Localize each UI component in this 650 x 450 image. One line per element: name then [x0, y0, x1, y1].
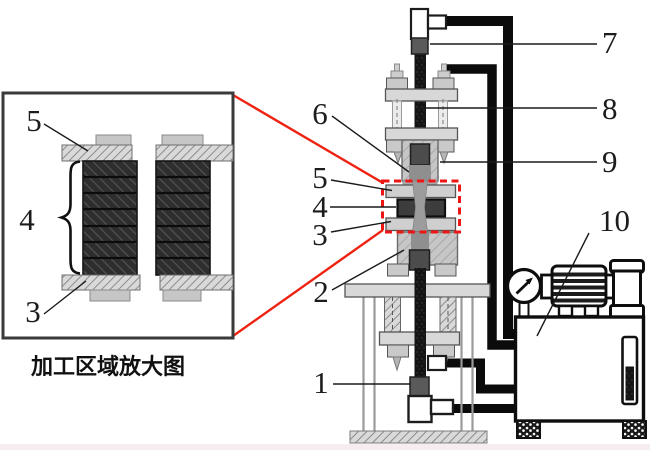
leader-lines: [330, 43, 597, 385]
inset-label-5: 5: [26, 103, 42, 138]
top-tab-left: [95, 134, 132, 147]
bottom-plate-left: [61, 274, 141, 291]
hydraulic-power-unit: [505, 259, 647, 439]
bottom-tab-left: [89, 289, 131, 302]
label-5: 5: [312, 160, 328, 195]
filter-body: [612, 269, 642, 309]
coupling-block-7: [410, 37, 429, 55]
top-elbow-fitting: [409, 7, 430, 41]
label-1: 1: [313, 365, 329, 400]
hex-nut: [387, 344, 409, 358]
washer: [437, 70, 451, 79]
inset-leader-3: [43, 280, 87, 315]
hex-nut: [434, 263, 457, 277]
inset-connector-lines: [232, 93, 384, 337]
motor-foot: [583, 304, 600, 318]
page-edge-band: [0, 444, 650, 450]
brace-part4: [57, 160, 81, 275]
washer: [390, 70, 404, 79]
gauge-needle: [515, 280, 530, 295]
bottom-elbow-tab: [429, 398, 455, 416]
leader-6: [331, 115, 410, 173]
label-9: 9: [602, 144, 618, 179]
leader-10: [536, 232, 590, 337]
leader-2: [331, 249, 405, 291]
oil-level: [625, 366, 634, 401]
flange-bar: [384, 127, 459, 141]
machine-stand: [349, 297, 488, 444]
tank-foot-left: [516, 420, 541, 439]
pipe-upper: [443, 64, 518, 350]
hex-nut: [387, 263, 409, 277]
bottom-elbow-fitting: [407, 394, 433, 424]
side-fitting-tab: [426, 354, 448, 372]
pipe-top: [443, 16, 518, 339]
label-3: 3: [312, 217, 328, 252]
connector-line-bottom: [232, 229, 384, 337]
top-plate-right: [155, 144, 234, 162]
transducer-core: [409, 143, 431, 166]
number-labels: 6 5 4 3 2 1 7 8 9 10: [312, 25, 630, 400]
leader-5: [330, 179, 393, 192]
tank-foot-right: [622, 420, 647, 439]
inset-enlarged-view: 5 4 3 加工区域放大图: [1, 91, 235, 380]
hex-nut: [432, 77, 455, 90]
connector-line-top: [232, 93, 384, 185]
top-plate-left: [61, 144, 133, 162]
motor-foot: [557, 304, 574, 318]
label-7: 7: [602, 25, 618, 60]
pipe-mid: [445, 358, 518, 394]
leader-3: [330, 220, 392, 233]
top-elbow-tab: [426, 14, 448, 30]
gauge-needle-head: [525, 277, 533, 285]
label-10: 10: [599, 203, 630, 238]
label-4: 4: [312, 189, 328, 224]
stud-tip-down: [439, 151, 449, 165]
stud-tip-down: [392, 356, 402, 372]
hydraulic-pipes: [443, 16, 518, 413]
stud-tip-down: [393, 151, 403, 165]
bottom-plate-right: [159, 274, 234, 291]
base-plate: [349, 430, 488, 444]
label-2: 2: [313, 274, 329, 309]
coupling-block-1: [409, 376, 430, 398]
label-8: 8: [602, 91, 618, 126]
lower-transducer-core: [408, 249, 431, 271]
hex-nut: [386, 77, 408, 90]
bottom-tab-right: [162, 289, 202, 302]
inset-caption: 加工区域放大图: [30, 354, 185, 380]
lower-horn-neck: [411, 232, 429, 250]
label-6: 6: [312, 96, 328, 131]
flange-bar: [384, 88, 459, 102]
motor-fins: [553, 272, 605, 303]
inset-label-4: 4: [19, 202, 35, 237]
laminated-block-left: [82, 160, 138, 276]
motor-end-left: [540, 273, 554, 300]
lower-rod: [414, 268, 426, 378]
lamination-lines: [83, 175, 210, 260]
tool-column: [344, 7, 491, 424]
horn-neck-6: [409, 165, 431, 181]
inset-label-3: 3: [25, 294, 41, 329]
inset-leader-5: [43, 123, 89, 152]
top-tab-right: [161, 134, 204, 147]
